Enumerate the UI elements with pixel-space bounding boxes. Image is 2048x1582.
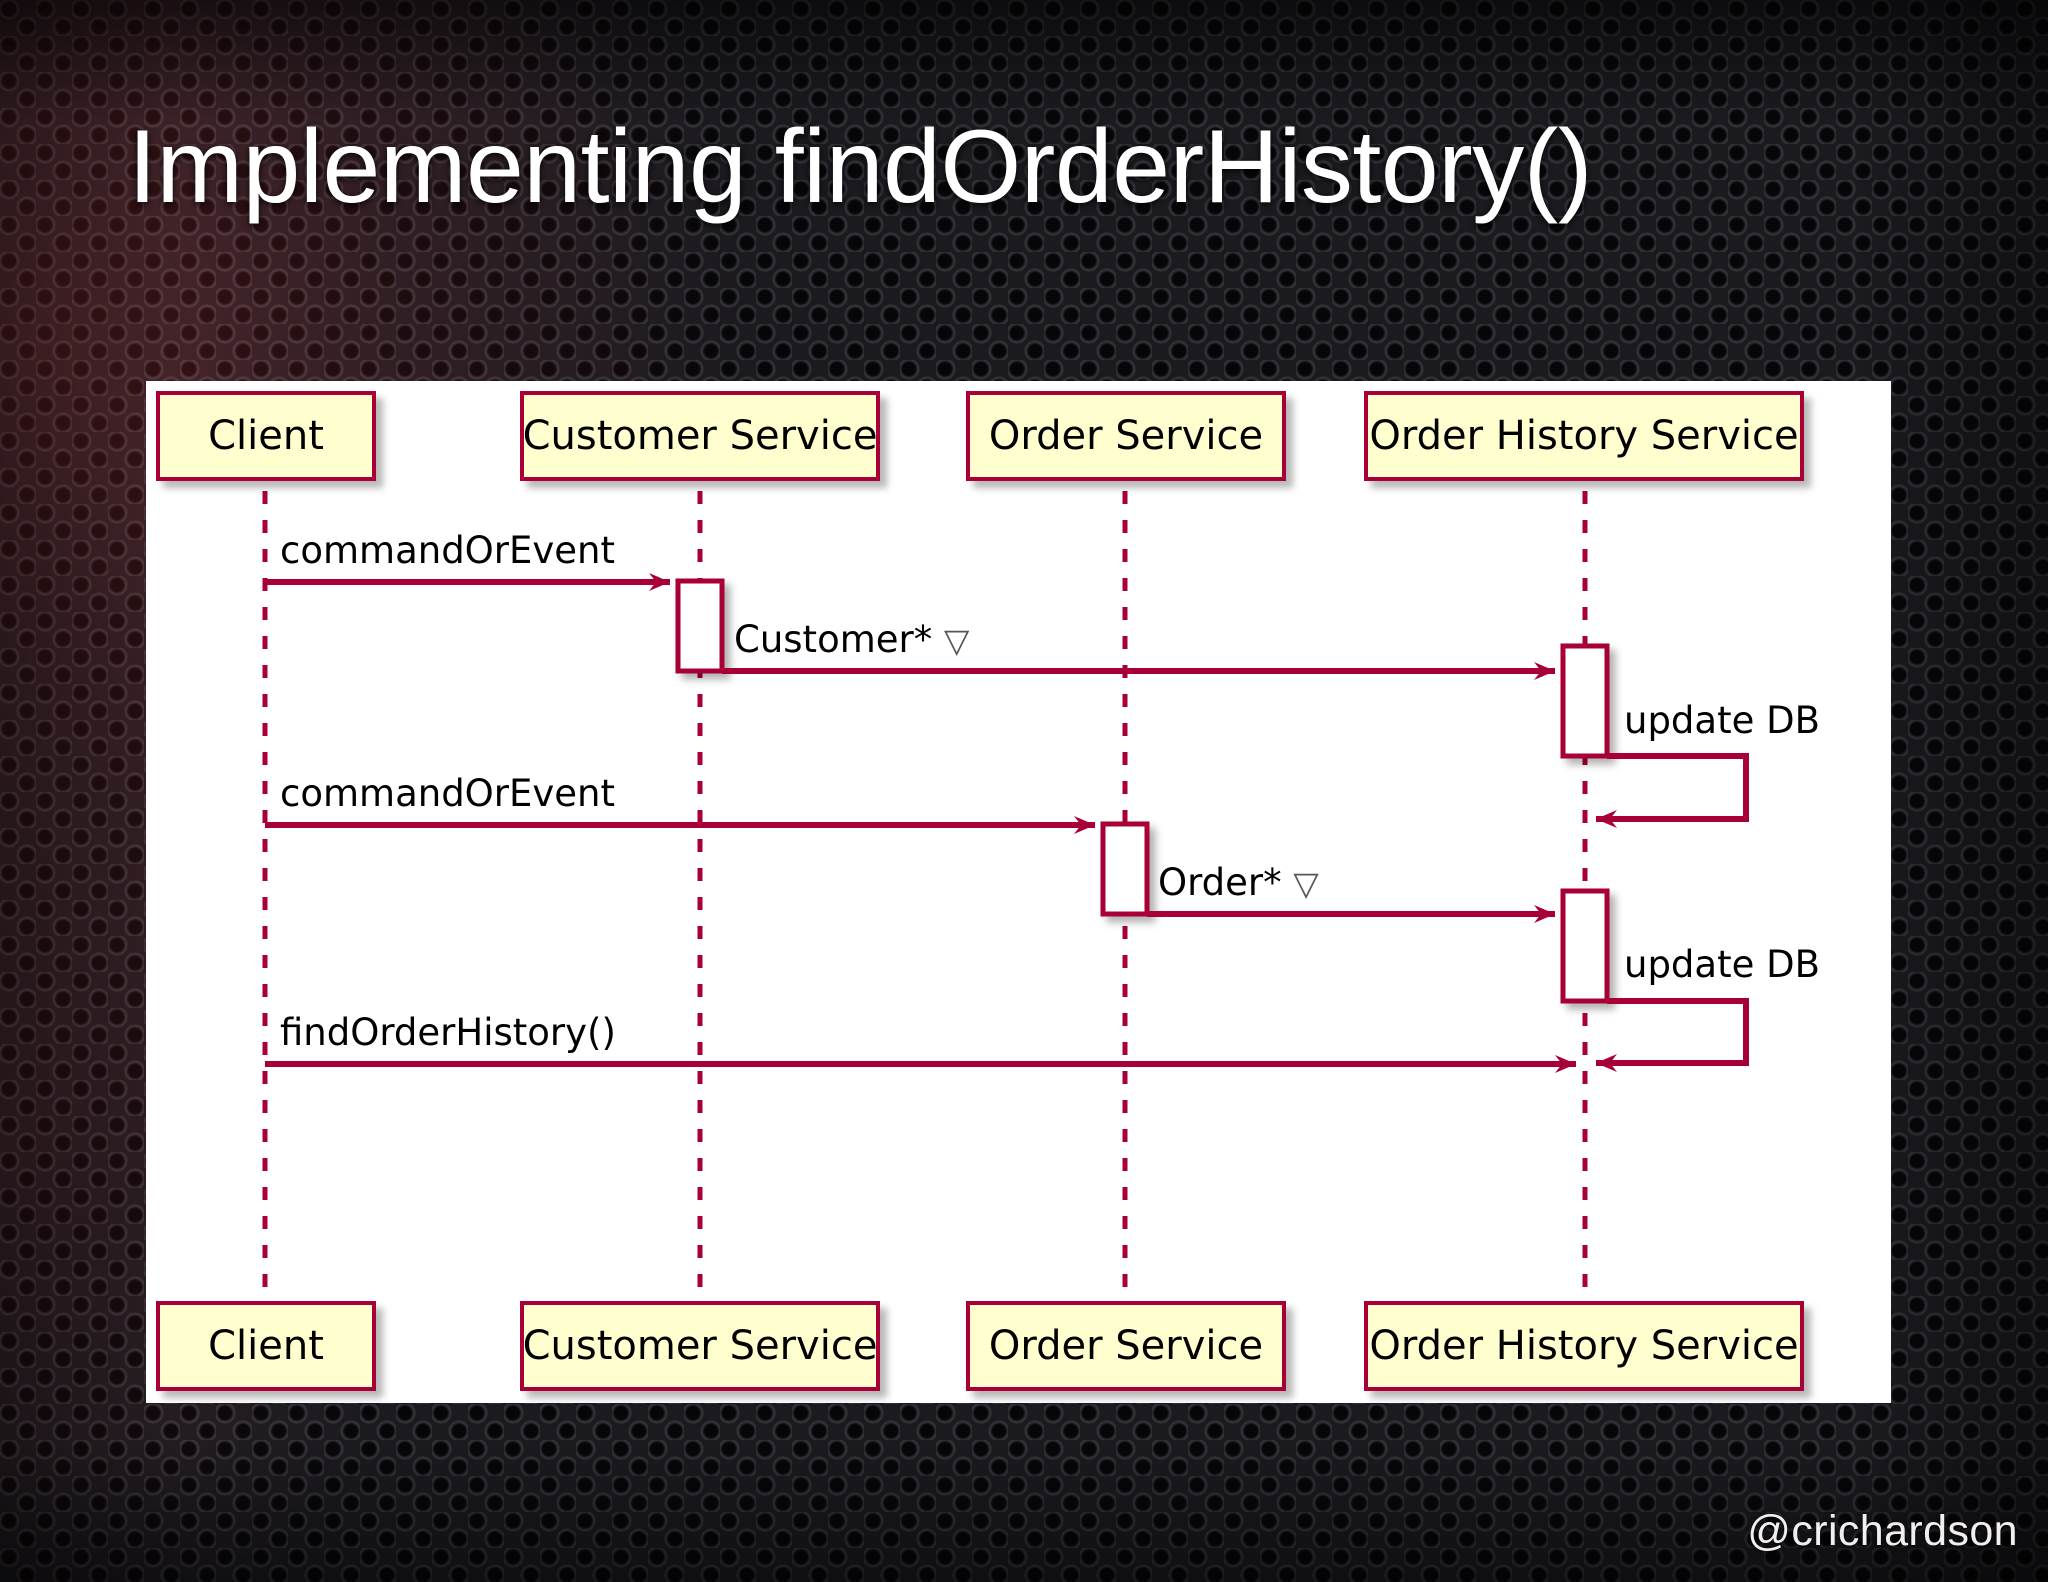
message-label-m2: Customer* ▽	[734, 618, 969, 661]
message-arrow-m3	[1596, 753, 1749, 828]
author-watermark: @crichardson	[1747, 1507, 2018, 1555]
participant-top-client[interactable]: Client	[156, 391, 376, 481]
sequence-diagram: Client Customer Service Order Service Or…	[146, 381, 1891, 1403]
message-arrow-m6	[1596, 998, 1749, 1072]
participant-bottom-client[interactable]: Client	[156, 1301, 376, 1391]
participant-bottom-order-history-service[interactable]: Order History Service	[1364, 1301, 1804, 1391]
message-label-m3: update DB	[1624, 699, 1821, 742]
message-arrows	[265, 573, 1749, 1073]
participant-bottom-customer-service[interactable]: Customer Service	[520, 1301, 880, 1391]
message-label-text: Customer*	[734, 618, 933, 661]
message-label-text: Order*	[1158, 861, 1282, 904]
triangle-down-icon: ▽	[944, 621, 970, 660]
participant-label: Order Service	[988, 413, 1264, 459]
lifelines	[262, 491, 1588, 1333]
participant-label: Order History Service	[1369, 1323, 1799, 1369]
page-title: Implementing findOrderHistory()	[128, 109, 1593, 225]
activation-bars	[675, 578, 1610, 1004]
participant-label: Customer Service	[522, 413, 878, 459]
participant-label: Order Service	[988, 1323, 1264, 1369]
participant-top-order-history-service[interactable]: Order History Service	[1364, 391, 1804, 481]
message-label-m7: findOrderHistory()	[280, 1011, 616, 1054]
message-label-m5: Order* ▽	[1158, 861, 1319, 904]
participant-bottom-order-service[interactable]: Order Service	[966, 1301, 1286, 1391]
participant-label: Order History Service	[1369, 413, 1799, 459]
participant-label: Customer Service	[522, 1323, 878, 1369]
participant-label: Client	[208, 413, 324, 459]
participant-label: Client	[208, 1323, 324, 1369]
message-label-m1: commandOrEvent	[280, 529, 616, 572]
participant-top-order-service[interactable]: Order Service	[966, 391, 1286, 481]
diagram-vector-layer	[262, 491, 1749, 1333]
message-label-m4: commandOrEvent	[280, 772, 616, 815]
triangle-down-icon: ▽	[1293, 864, 1319, 903]
message-label-m6: update DB	[1624, 943, 1821, 986]
participant-top-customer-service[interactable]: Customer Service	[520, 391, 880, 481]
